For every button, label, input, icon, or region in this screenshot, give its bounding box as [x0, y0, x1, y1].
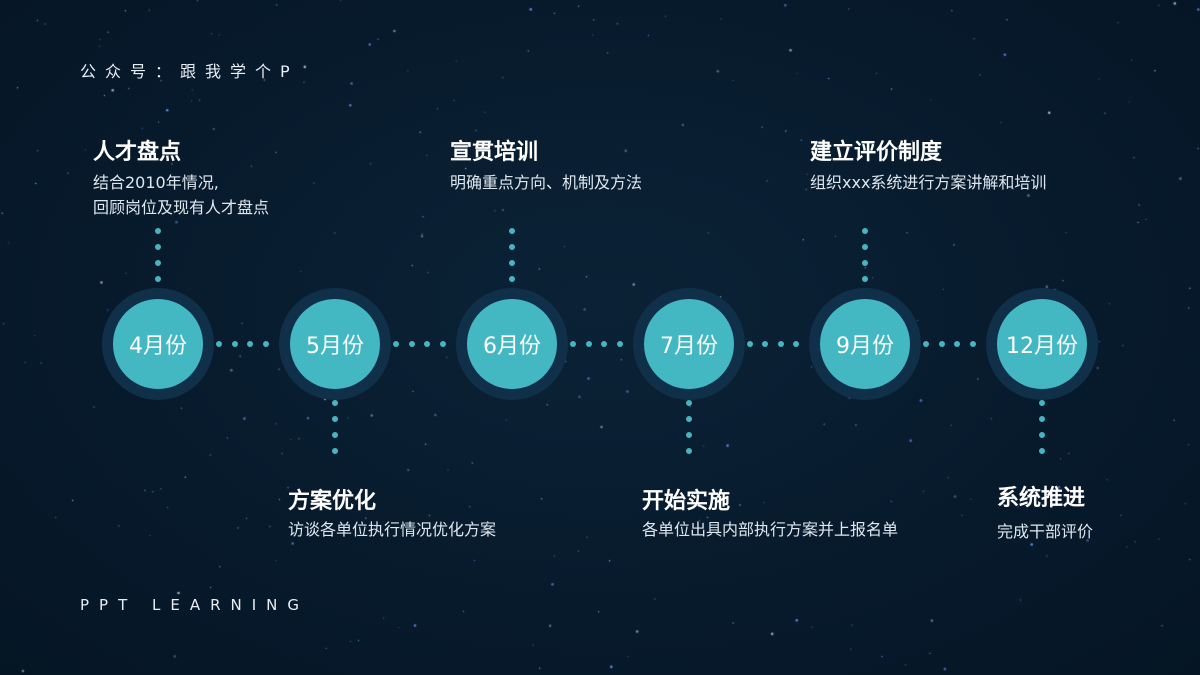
timeline-node-1: 4月份 [102, 288, 214, 400]
timeline-node-5: 9月份 [809, 288, 921, 400]
timeline-node-4: 7月份 [633, 288, 745, 400]
connector-dot [509, 228, 515, 234]
milestone-title-1: 人才盘点 [93, 140, 182, 165]
milestone-title-2: 方案优化 [288, 489, 377, 514]
connector-dot [155, 244, 161, 250]
connector-dot [970, 341, 976, 347]
connector-dot [686, 432, 692, 438]
connector-dot [231, 341, 238, 347]
footer-text: PPT LEARNING [80, 596, 310, 614]
timeline-node-label: 9月份 [820, 299, 910, 389]
connector-dot [762, 341, 769, 347]
milestone-desc-3: 明确重点方向、机制及方法 [450, 173, 643, 192]
timeline-node-2: 5月份 [279, 288, 391, 400]
milestone-desc-6: 完成干部评价 [997, 522, 1094, 541]
milestone-title-5: 建立评价制度 [810, 140, 943, 165]
connector-dot [1039, 400, 1045, 406]
timeline-node-label: 12月份 [997, 299, 1087, 389]
timeline-node-label: 6月份 [467, 299, 557, 389]
milestone-desc-5: 组织xxx系统进行方案讲解和培训 [810, 173, 1047, 192]
connector-dot [332, 432, 338, 438]
milestone-desc-2: 访谈各单位执行情况优化方案 [288, 520, 497, 539]
connector-dot [862, 276, 868, 282]
connector-dot [747, 341, 753, 347]
milestone-title-4: 开始实施 [642, 489, 731, 514]
connector-dot [509, 276, 515, 282]
connector-dot [155, 276, 161, 282]
connector-dot [862, 260, 868, 266]
connector-dot [332, 416, 338, 422]
milestone-title-3: 宣贯培训 [450, 140, 539, 165]
connector-dot [777, 341, 784, 347]
connector-dot [408, 341, 415, 347]
connector-dot [617, 341, 623, 347]
milestone-desc-4: 各单位出具内部执行方案并上报名单 [642, 520, 899, 539]
connector-dot [862, 228, 868, 234]
connector-dot [332, 400, 338, 406]
connector-dot [263, 341, 269, 347]
timeline-node-3: 6月份 [456, 288, 568, 400]
milestone-desc-1: 结合2010年情况, 回顾岗位及现有人才盘点 [93, 173, 270, 217]
connector-dot [155, 228, 161, 234]
connector-dot [1039, 448, 1045, 454]
connector-dot [1039, 416, 1045, 422]
connector-dot [1039, 432, 1045, 438]
connector-dot [424, 341, 431, 347]
timeline-node-label: 5月份 [290, 299, 380, 389]
connector-dot [793, 341, 799, 347]
milestone-title-6: 系统推进 [997, 486, 1086, 511]
connector-dot [247, 341, 254, 347]
connector-dot [393, 341, 399, 347]
connector-dot [686, 416, 692, 422]
timeline-node-6: 12月份 [986, 288, 1098, 400]
connector-dot [686, 448, 692, 454]
connector-dot [440, 341, 446, 347]
connector-dot [862, 244, 868, 250]
connector-dot [570, 341, 576, 347]
timeline-node-label: 7月份 [644, 299, 734, 389]
connector-dot [954, 341, 961, 347]
connector-dot [686, 400, 692, 406]
connector-dot [585, 341, 592, 347]
connector-dot [938, 341, 945, 347]
header-text: 公众号：跟我学个P [80, 62, 299, 81]
connector-dot [216, 341, 222, 347]
connector-dot [601, 341, 608, 347]
connector-dot [155, 260, 161, 266]
timeline-node-label: 4月份 [113, 299, 203, 389]
connector-dot [332, 448, 338, 454]
connector-dot [509, 244, 515, 250]
connector-dot [509, 260, 515, 266]
connector-dot [923, 341, 929, 347]
